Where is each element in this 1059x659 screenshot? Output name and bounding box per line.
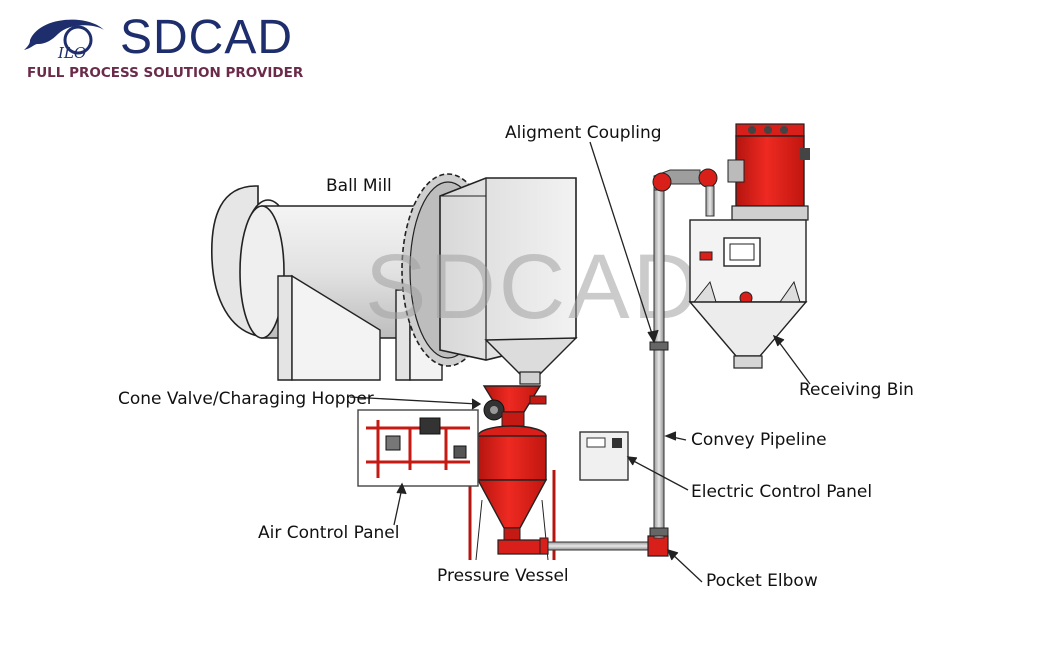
label-air-control-panel: Air Control Panel	[258, 523, 400, 543]
cone-valve-hopper	[482, 385, 547, 427]
label-aligment-coupling: Aligment Coupling	[505, 123, 662, 143]
electric-control-panel	[579, 431, 629, 481]
label-cone-valve: Cone Valve/Charaging Hopper	[118, 389, 374, 409]
convey-pipeline	[539, 168, 718, 557]
label-ball-mill: Ball Mill	[326, 176, 392, 196]
air-control-panel	[357, 409, 479, 487]
label-receiving-bin: Receiving Bin	[799, 380, 914, 400]
ball-mill	[211, 173, 578, 385]
receiving-bin	[688, 123, 810, 369]
brand-tagline: FULL PROCESS SOLUTION PROVIDER	[27, 65, 304, 81]
logo-icon: ILO	[24, 19, 104, 62]
label-electric-control-panel: Electric Control Panel	[691, 482, 873, 502]
label-convey-pipeline: Convey Pipeline	[691, 430, 827, 450]
svg-text:ILO: ILO	[57, 44, 86, 62]
watermark: SDCAD	[365, 236, 702, 338]
leader-lines	[349, 141, 811, 583]
label-pressure-vessel: Pressure Vessel	[437, 566, 569, 586]
pressure-vessel	[468, 425, 556, 561]
brand-name: SDCAD	[120, 11, 294, 64]
label-pocket-elbow: Pocket Elbow	[706, 571, 818, 591]
